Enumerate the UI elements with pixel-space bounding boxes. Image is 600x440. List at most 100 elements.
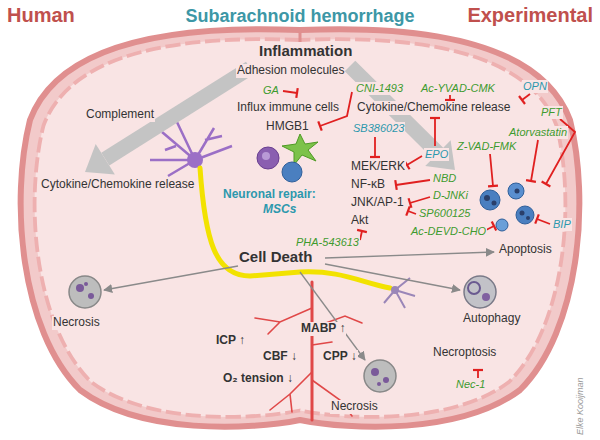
inhibitor-label: Ac-DEVD-CHO	[410, 225, 487, 238]
autophagic-cell	[464, 276, 496, 308]
fragment	[515, 189, 520, 194]
fragment	[520, 211, 525, 216]
necrotic-debris	[371, 368, 379, 376]
immune-cell	[282, 162, 302, 182]
watermark: Elke Kooijman	[575, 376, 585, 436]
process-label: Influx immune cells	[236, 101, 340, 115]
parameter-label: CBF ↓	[262, 350, 298, 364]
inhibition-line	[477, 370, 479, 378]
process-label: HMGB1	[265, 120, 310, 134]
dendritic-cell	[282, 134, 318, 165]
process-label: Cytokine/Chemokine release	[40, 178, 195, 192]
inhibitor-label: OPN	[522, 80, 548, 93]
inhibition-bar	[519, 96, 525, 104]
autophagosome	[468, 282, 480, 294]
fragment	[484, 195, 490, 201]
inhibition-line	[407, 156, 422, 165]
inhibitor-label: PHA-543613	[295, 236, 360, 249]
necrotic-debris	[84, 282, 88, 286]
inhibitor-label: Nec-1	[455, 378, 486, 391]
apoptotic-cell	[480, 190, 500, 210]
inhibition-bar	[296, 88, 297, 98]
pathway-label: Akt	[350, 214, 369, 228]
inhibition-bar	[535, 214, 539, 223]
inhibitor-label: PFT	[540, 106, 563, 119]
pathway-arrow-head	[85, 144, 115, 174]
inhibitor-label: BIP	[552, 218, 572, 231]
inhibition-bar	[357, 230, 367, 232]
inhibition-line	[374, 137, 376, 157]
inhibitor-label: CNI-1493	[355, 82, 404, 95]
inhibition-line	[537, 219, 550, 224]
necrotic-debris	[383, 377, 389, 383]
inhibition-line	[360, 231, 362, 240]
glial-process	[384, 278, 415, 308]
necrotic-cell	[69, 276, 101, 308]
outcome-arrow	[104, 266, 238, 290]
inhibition-line	[396, 180, 430, 185]
inhibition-bar	[406, 206, 410, 215]
inhibitor-label: EPO	[424, 148, 449, 161]
vessel-trunk	[311, 282, 314, 420]
inhibitor-label: Z-VAD-FMK	[456, 140, 517, 153]
inhibition-line	[410, 197, 430, 203]
fragment	[526, 216, 530, 220]
outcome-label: Necrosis	[330, 400, 379, 414]
pathway-label: NF-κB	[350, 178, 386, 192]
inhibition-line	[490, 154, 493, 186]
process-label: Complement	[85, 108, 155, 122]
inhibition-bar	[492, 222, 496, 231]
autophagosome	[482, 293, 490, 301]
immune-cell-nucleus	[262, 152, 270, 160]
repair-label: Neuronal repair:	[222, 188, 317, 202]
inhibition-bar	[542, 182, 551, 187]
necrotic-debris	[88, 293, 94, 299]
repair-label: MSCs	[262, 203, 297, 217]
process-label: Cytokine/Chemokine release	[356, 101, 511, 115]
glial-cell	[384, 278, 415, 308]
inhibition-bar	[395, 180, 396, 190]
outcome-label: Autophagy	[462, 312, 521, 326]
outcome-label: Apoptosis	[498, 243, 553, 257]
parameter-label: O₂ tension ↓	[222, 372, 294, 386]
axon	[200, 168, 390, 288]
inhibitor-label: D-JNKi	[432, 189, 469, 202]
inhibition-line	[434, 118, 436, 146]
inhibition-bar	[473, 369, 483, 371]
outcome-arrow	[300, 272, 365, 360]
apoptotic-body	[496, 219, 508, 231]
apoptotic-cell	[508, 183, 524, 199]
inhibitor-label: SB386023	[352, 122, 405, 135]
outcome-arrow	[325, 264, 460, 290]
inhibitor-label: NBD	[432, 172, 457, 185]
apoptotic-cell	[516, 206, 534, 224]
inhibitor-label: Atorvastatin	[508, 126, 568, 139]
inhibition-bar	[318, 121, 321, 130]
glial-body	[391, 286, 399, 294]
cortex	[35, 39, 566, 417]
inhibition-bar	[488, 184, 498, 187]
necrotic-debris	[76, 284, 84, 292]
necrotic-debris	[377, 382, 381, 386]
panel-heading: Human	[6, 4, 76, 27]
inhibitor-label: GA	[262, 84, 280, 97]
process-label: Adhesion molecules	[236, 64, 345, 78]
necrotic-cell	[364, 360, 396, 392]
inhibition-bar	[526, 180, 536, 182]
inhibition-line	[531, 140, 538, 181]
panel-heading: Experimental	[466, 4, 594, 27]
apoptotic-cells	[480, 183, 534, 231]
outcome-label: Necrosis	[52, 316, 101, 330]
inhibition-bar	[430, 117, 440, 119]
midline-fissure	[299, 28, 302, 42]
parameter-label: ICP ↑	[215, 334, 246, 348]
outcome-arrow	[325, 252, 494, 258]
outcome-label: Necroptosis	[432, 346, 497, 360]
inhibitor-label: Ac-YVAD-CMK	[420, 82, 496, 95]
process-heading: Inflammation	[258, 42, 353, 59]
pathway-label: JNK/AP-1	[350, 196, 405, 210]
diagram-title: Subarachnoid hemorrhage	[184, 6, 415, 27]
inhibition-bar	[370, 156, 380, 158]
process-heading: Cell Death	[238, 248, 313, 265]
inhibitor-label: SP600125	[418, 207, 471, 220]
